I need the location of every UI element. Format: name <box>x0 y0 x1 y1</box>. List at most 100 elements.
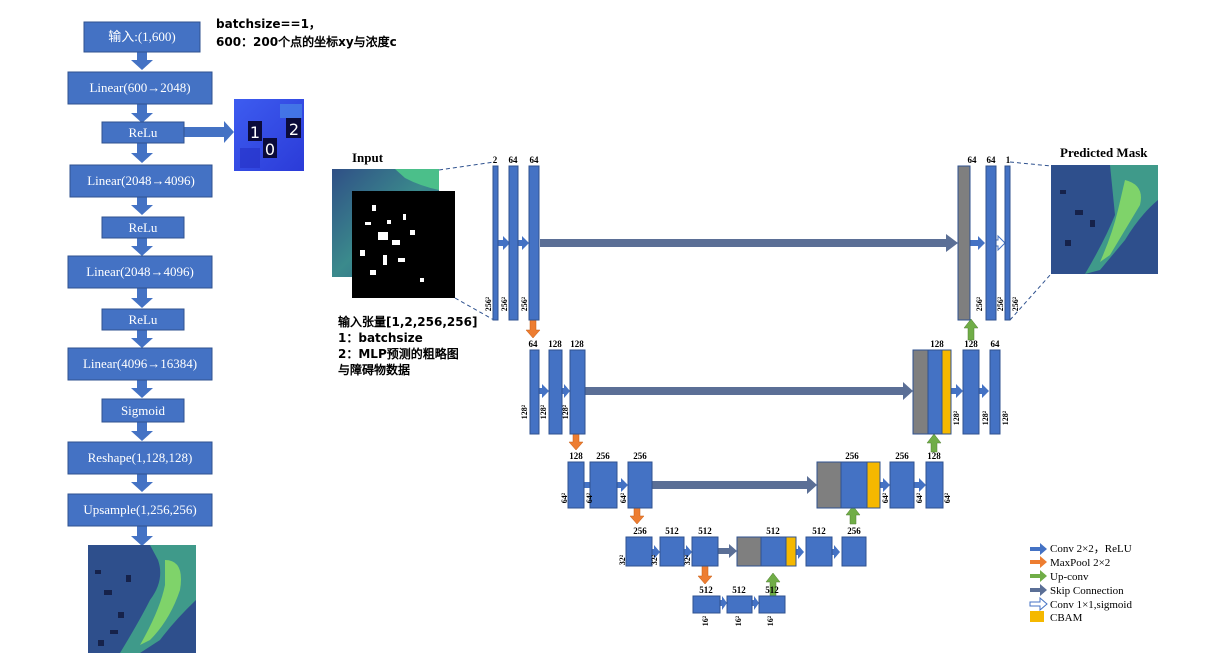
size-label: 64² <box>915 492 924 503</box>
conv-arrow <box>720 596 727 610</box>
pipeline-arrow <box>131 526 153 546</box>
thumb-digit-0: 0 <box>265 140 275 159</box>
channel-label: 64 <box>987 155 997 165</box>
size-label: 128² <box>520 404 529 419</box>
dec3-upconv-block <box>840 461 868 509</box>
linear-box-3 <box>67 255 213 289</box>
size-label: 256² <box>1011 296 1020 311</box>
channel-label: 512 <box>699 585 713 595</box>
legend: Conv 2×2，ReLU MaxPool 2×2 Up-conv Skip C… <box>1029 543 1132 624</box>
channel-label: 128 <box>569 451 583 461</box>
obstacle-blobs <box>360 205 424 282</box>
linear-box-2-label: Linear(2048→4096) <box>87 173 195 188</box>
channel-label: 256 <box>845 451 859 461</box>
size-label: 128² <box>952 410 961 425</box>
pipeline-arrow <box>131 197 153 215</box>
channel-label: 256 <box>596 451 610 461</box>
mlp-pipeline: 输入:(1,600) Linear(600→2048) ReLu Linear(… <box>67 17 397 653</box>
size-label: 16² <box>766 615 775 626</box>
relu-box-3 <box>101 308 185 331</box>
dec2-cbam-block <box>941 349 952 435</box>
bottleneck-block-a <box>692 595 721 614</box>
size-labels: 256² 256² 256² 256² 256² 256² 128² 128² … <box>484 296 1020 626</box>
size-label: 128² <box>561 404 570 419</box>
dec3-block-b <box>925 461 944 509</box>
enc4-block-b <box>659 536 685 567</box>
relu-box-2-label: ReLu <box>129 220 158 235</box>
legend-upconv-icon <box>1030 570 1047 582</box>
upsample-output-image <box>88 545 196 653</box>
enc1-block-c <box>528 165 540 321</box>
size-label: 256² <box>500 296 509 311</box>
pipeline-arrow <box>131 104 153 123</box>
upsample-box <box>67 493 213 527</box>
channel-label: 128 <box>927 451 941 461</box>
output-dashed-line-top <box>1009 161 1052 167</box>
dec2-block-b <box>989 349 1001 435</box>
enc1-block-a <box>492 165 499 321</box>
relu-box-3-label: ReLu <box>129 312 158 327</box>
size-label: 16² <box>734 615 743 626</box>
dec3-cbam-block <box>866 461 881 509</box>
size-label: 32² <box>650 554 659 565</box>
conv-arrow <box>970 236 985 250</box>
dec4-skip-block <box>736 536 762 567</box>
skip-connection-level-2 <box>585 382 913 400</box>
enc2-block-a <box>529 349 540 435</box>
channel-label: 512 <box>812 526 826 536</box>
sigmoid-box-label: Sigmoid <box>121 403 166 418</box>
output-dashed-line-bottom <box>1009 273 1052 321</box>
channel-label: 64 <box>530 155 540 165</box>
input-label: Input <box>352 150 384 165</box>
pipeline-arrows <box>131 52 234 546</box>
dec4-block-b <box>841 536 867 567</box>
enc4-block-c <box>691 536 719 567</box>
enc3-block-a <box>567 461 585 509</box>
legend-conv1x1-icon <box>1029 596 1048 612</box>
channel-label: 128 <box>570 339 584 349</box>
dec2-block-a <box>962 349 980 435</box>
legend-skip-label: Skip Connection <box>1050 585 1124 597</box>
input-box-label: 输入:(1,600) <box>108 29 176 44</box>
skip-connection-level-4 <box>718 544 737 558</box>
linear-box-1 <box>67 71 213 105</box>
channel-label: 256 <box>895 451 909 461</box>
conv-arrow <box>951 384 963 398</box>
legend-skip-icon <box>1030 584 1047 596</box>
reshape-box-label: Reshape(1,128,128) <box>88 450 193 465</box>
predicted-mask: Predicted Mask <box>1009 145 1158 321</box>
dec4-block-a <box>805 536 833 567</box>
pipeline-arrow <box>131 380 153 398</box>
tensor-note-line-3: 2：MLP预测的粗略图 <box>338 346 459 361</box>
channel-label: 128 <box>548 339 562 349</box>
tensor-note-line-1: 输入张量[1,2,256,256] <box>338 314 477 329</box>
maxpool-arrow <box>697 565 713 585</box>
channel-label: 512 <box>698 526 712 536</box>
channel-label: 512 <box>766 526 780 536</box>
size-label: 32² <box>618 554 627 565</box>
conv-arrow <box>880 478 890 492</box>
legend-cbam-label: CBAM <box>1050 612 1083 624</box>
size-label: 128² <box>1001 410 1010 425</box>
linear-box-4 <box>67 347 213 381</box>
channel-label: 64 <box>529 339 539 349</box>
channel-label: 512 <box>665 526 679 536</box>
channel-label: 512 <box>732 585 746 595</box>
conv-arrow <box>562 384 570 398</box>
maxpool-arrow <box>629 507 645 525</box>
channel-label: 256 <box>847 526 861 536</box>
conv-arrow <box>752 596 759 610</box>
conv-arrow <box>617 478 628 492</box>
channel-label: 64 <box>991 339 1001 349</box>
channel-label: 128 <box>930 339 944 349</box>
upconv-arrow <box>765 572 781 597</box>
channel-labels: 2 64 64 64 64 1 64 128 128 128 128 64 12… <box>493 155 1011 595</box>
dec3-block-a <box>889 461 915 509</box>
input-obstacle-image <box>352 191 455 298</box>
relu-box-2 <box>101 216 185 239</box>
dec1-block-a <box>985 165 997 321</box>
pipeline-arrow <box>131 288 153 308</box>
tensor-note-line-2: 1：batchsize <box>338 331 423 345</box>
upconv-arrow <box>845 505 861 525</box>
